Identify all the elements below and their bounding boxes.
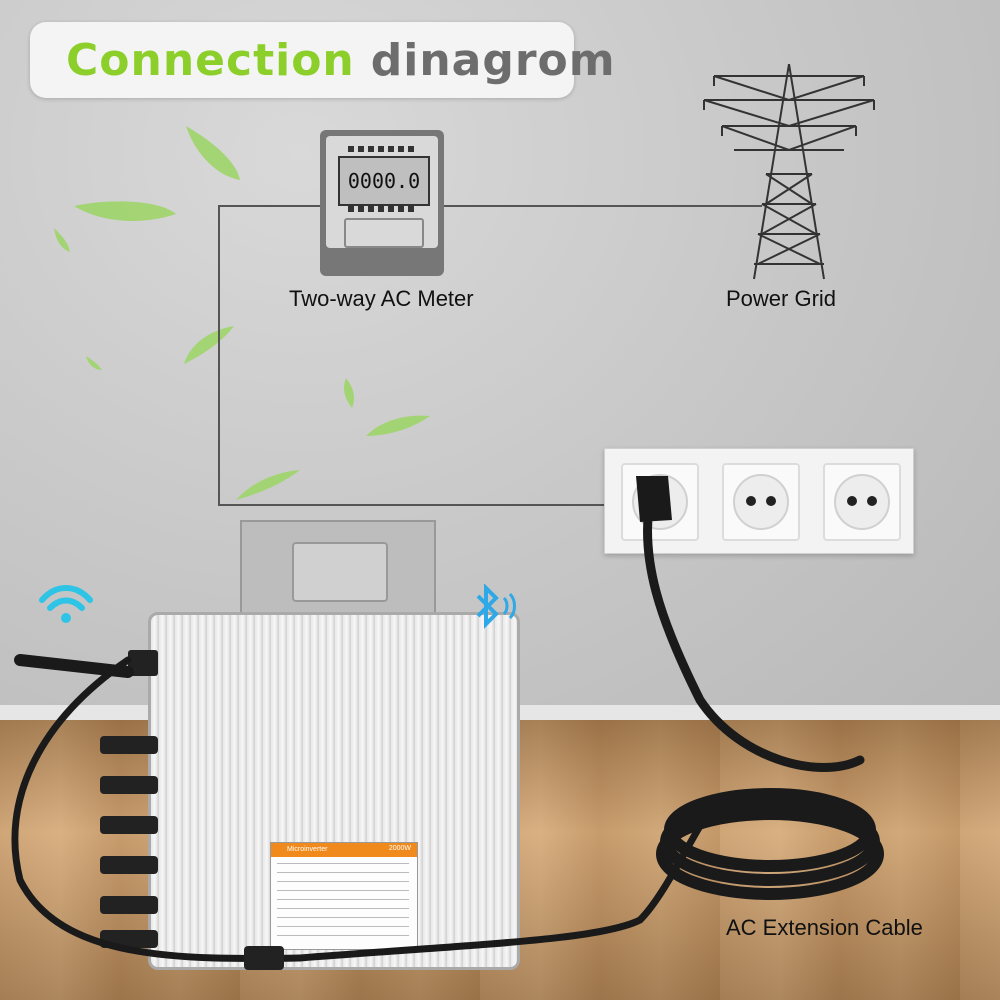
- socket-2-pin-left: [746, 496, 756, 506]
- power-tower-icon: [703, 64, 875, 280]
- bracket-cutout: [292, 542, 388, 602]
- bluetooth-icon: [476, 584, 516, 629]
- rating-plate-header: Microinverter: [271, 843, 417, 857]
- socket-3-pin-right: [867, 496, 877, 506]
- rating-plate-brand: Microinverter: [287, 846, 328, 853]
- meter-segment-strip-top: [348, 146, 416, 152]
- diagram-title: Connection dinagrom: [30, 22, 615, 98]
- wifi-icon: [39, 585, 93, 623]
- wire-meter-to-grid: [218, 205, 762, 207]
- cable-label: AC Extension Cable: [726, 915, 923, 940]
- socket-2: [722, 463, 800, 541]
- meter-label: Two-way AC Meter: [289, 286, 474, 311]
- socket-2-ring: [733, 474, 789, 530]
- rating-plate-code: 2000W: [388, 845, 411, 852]
- leaf-icon: [54, 126, 430, 500]
- socket-3: [823, 463, 901, 541]
- rating-plate: Microinverter 2000W: [270, 842, 418, 950]
- socket-3-ring: [834, 474, 890, 530]
- title-part-connection: Connection: [66, 34, 355, 86]
- socket-3-pin-left: [847, 496, 857, 506]
- two-way-ac-meter: 0000.0: [320, 130, 444, 276]
- dc-connectors: [100, 650, 158, 948]
- rating-plate-specs: [277, 863, 409, 939]
- meter-display: 0000.0: [338, 156, 430, 206]
- socket-2-pin-right: [766, 496, 776, 506]
- meter-slot: [344, 218, 424, 248]
- meter-segment-strip-bottom: [348, 206, 416, 212]
- title-part-diagram: dinagrom: [370, 34, 616, 86]
- wire-to-socket: [218, 504, 618, 506]
- grid-label: Power Grid: [726, 286, 837, 311]
- wire-left-vertical: [218, 205, 220, 505]
- meter-face: 0000.0: [326, 136, 438, 248]
